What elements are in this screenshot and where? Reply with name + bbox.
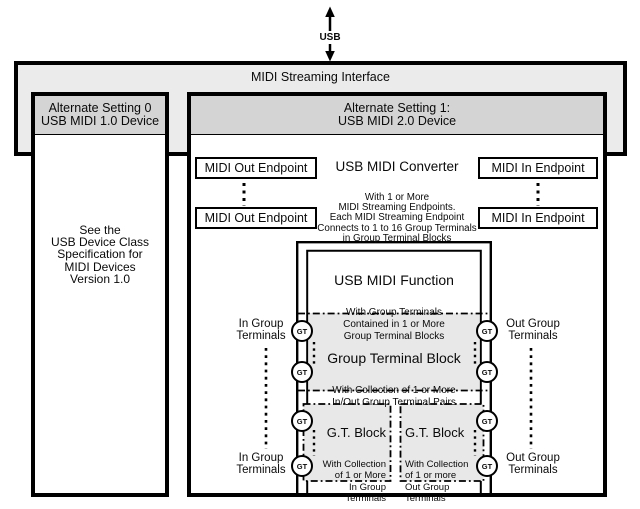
midi-in-endpoint-box-2: MIDI In Endpoint bbox=[478, 207, 598, 229]
usb-midi-converter-subtitle: With 1 or More MIDI Streaming Endpoints.… bbox=[317, 192, 477, 244]
gt-circle-in-2: GT bbox=[291, 361, 313, 383]
usb-midi-function-title: USB MIDI Function bbox=[334, 272, 454, 288]
midi-out-endpoint-label-2: MIDI Out Endpoint bbox=[204, 211, 308, 225]
usb-midi-converter-title: USB MIDI Converter bbox=[335, 159, 459, 174]
gt-block-out-subtitle: With Collection of 1 or more Out Group T… bbox=[405, 459, 469, 505]
usb-midi-function-text: USB MIDI Function With Group Terminals C… bbox=[307, 254, 481, 361]
gt-block-out-text: G.T. Block With Collection of 1 or more … bbox=[405, 407, 485, 509]
gt-label: GT bbox=[296, 367, 308, 377]
alternate-setting-1-header: Alternate Setting 1: USB MIDI 2.0 Device bbox=[191, 96, 603, 135]
gt-circle-in-4: GT bbox=[291, 455, 313, 477]
midi-out-endpoint-box-1: MIDI Out Endpoint bbox=[195, 157, 317, 179]
gt-label: GT bbox=[296, 326, 308, 336]
in-group-terminals-label-top: In Group Terminals bbox=[236, 318, 286, 343]
usb-bus-label: USB bbox=[314, 31, 346, 44]
gt-block-in-title: G.T. Block bbox=[326, 425, 386, 440]
usb-midi-converter-text: USB MIDI Converter With 1 or More MIDI S… bbox=[300, 141, 494, 262]
gt-circle-out-1: GT bbox=[476, 320, 498, 342]
out-group-terminals-label-bottom: Out Group Terminals bbox=[506, 452, 560, 477]
gt-label: GT bbox=[481, 367, 493, 377]
gt-circle-out-4: GT bbox=[476, 455, 498, 477]
alternate-setting-0-header: Alternate Setting 0 USB MIDI 1.0 Device bbox=[35, 96, 165, 135]
gt-circle-out-3: GT bbox=[476, 410, 498, 432]
gt-block-out-title: G.T. Block bbox=[405, 425, 465, 440]
group-terminal-block-subtitle: With Collection of 1 or More In/Out Grou… bbox=[332, 385, 456, 408]
group-terminal-block-text: Group Terminal Block With Collection of … bbox=[307, 332, 481, 427]
alternate-setting-0-box: Alternate Setting 0 USB MIDI 1.0 Device bbox=[31, 92, 169, 497]
midi-streaming-interface-title: MIDI Streaming Interface bbox=[251, 70, 390, 84]
gt-label: GT bbox=[481, 461, 493, 471]
midi-out-endpoint-label-1: MIDI Out Endpoint bbox=[204, 161, 308, 175]
midi-in-endpoint-label-2: MIDI In Endpoint bbox=[491, 211, 585, 225]
midi-in-endpoint-label-1: MIDI In Endpoint bbox=[491, 161, 585, 175]
group-terminal-block-fill bbox=[298, 313, 490, 391]
usb-midi-function-subtitle: With Group Terminals Contained in 1 or M… bbox=[343, 307, 445, 342]
gt-circle-in-3: GT bbox=[291, 410, 313, 432]
out-group-terminals-label-top: Out Group Terminals bbox=[506, 318, 560, 343]
group-terminal-block-title: Group Terminal Block bbox=[327, 350, 461, 366]
gt-block-in-box bbox=[302, 403, 392, 482]
gt-label: GT bbox=[296, 461, 308, 471]
gt-block-out-box bbox=[399, 403, 485, 482]
midi-out-endpoint-box-2: MIDI Out Endpoint bbox=[195, 207, 317, 229]
gt-block-in-subtitle: With Collection of 1 or More In Group Te… bbox=[322, 459, 386, 505]
gt-circle-in-1: GT bbox=[291, 320, 313, 342]
gt-label: GT bbox=[296, 416, 308, 426]
gt-label: GT bbox=[481, 326, 493, 336]
gt-block-in-text: G.T. Block With Collection of 1 or More … bbox=[306, 407, 386, 509]
in-group-terminals-label-bottom: In Group Terminals bbox=[236, 452, 286, 477]
midi-in-endpoint-box-1: MIDI In Endpoint bbox=[478, 157, 598, 179]
gt-circle-out-2: GT bbox=[476, 361, 498, 383]
function-box-top-band bbox=[295, 240, 493, 251]
gt-label: GT bbox=[481, 416, 493, 426]
alternate-setting-0-body-text: See the USB Device Class Specification f… bbox=[50, 223, 150, 286]
